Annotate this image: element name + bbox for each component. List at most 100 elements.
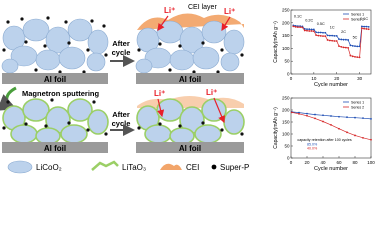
data-point	[365, 28, 368, 30]
data-point	[354, 45, 356, 47]
data-point	[301, 26, 304, 29]
data-point	[328, 34, 331, 37]
data-point	[333, 40, 336, 42]
data-point	[306, 114, 308, 117]
al-foil-top-middle	[136, 73, 244, 84]
legend: LiCoO₂ LiTaO₃ CEI Super-P	[7, 160, 249, 174]
y-tick-label: 200	[282, 20, 290, 25]
data-point	[331, 34, 334, 37]
li-ion-bottom-b: Li⁺	[206, 88, 217, 97]
data-point	[335, 34, 338, 37]
x-axis-label: Cycle number	[314, 166, 348, 172]
al-foil-label-bottom-left: Al foil	[44, 144, 66, 153]
data-point	[326, 34, 329, 37]
data-point	[338, 127, 340, 130]
data-point	[322, 114, 324, 117]
y-tick-label: 250	[282, 8, 290, 13]
figure: Al foil After cycle Al foil Li⁺	[0, 4, 376, 174]
y-axis-label: Capacity(mAh g⁻¹)	[273, 107, 279, 149]
legend-licoo2-label: LiCoO₂	[36, 163, 62, 172]
data-point	[342, 46, 345, 49]
curved-arrow	[0, 86, 17, 111]
legend-label: Series 2	[351, 106, 364, 110]
data-point	[331, 39, 334, 42]
data-point	[298, 112, 300, 115]
legend-litao3-label: LiTaO₃	[122, 163, 146, 172]
data-point	[322, 120, 324, 123]
data-point	[358, 45, 361, 48]
data-point	[306, 29, 308, 32]
data-point	[346, 131, 348, 134]
al-foil-top-left	[2, 73, 108, 84]
magnetron-label: Magnetron sputtering	[22, 89, 99, 98]
al-foil-label-bottom-middle: Al foil	[179, 144, 201, 153]
data-point	[322, 31, 324, 34]
plot-area	[290, 9, 372, 75]
li-arrow-bottom-a	[157, 98, 165, 118]
data-point	[308, 30, 311, 32]
data-point	[326, 39, 329, 41]
rate-label: 0.1C	[294, 15, 302, 19]
y-tick-label: 250	[282, 96, 290, 101]
data-point	[362, 117, 364, 120]
data-point	[319, 34, 322, 37]
rate-label: 0.1C	[360, 17, 368, 21]
y-tick-label: 100	[282, 46, 290, 51]
data-point	[314, 113, 316, 116]
electrode-bottom-middle: Al foil Li⁺ Li⁺	[136, 88, 245, 153]
data-point	[306, 112, 308, 115]
al-foil-label-top-middle: Al foil	[179, 75, 201, 84]
x-tick-label: 30	[357, 76, 363, 81]
legend-superp-swatch	[211, 164, 217, 170]
y-tick-label: 200	[282, 108, 290, 113]
retention-label: 85.0%	[307, 143, 318, 147]
after-cycle-top: After cycle	[110, 39, 135, 67]
electrode-bottom-left: Al foil	[2, 98, 109, 153]
cei-layer-label: CEI layer	[188, 4, 217, 11]
data-point	[296, 26, 299, 29]
legend-label: Series 1	[351, 101, 364, 105]
data-point	[312, 30, 315, 33]
data-point	[308, 28, 311, 31]
series-line	[293, 25, 369, 47]
x-tick-label: 0	[290, 76, 293, 81]
li-ion-top-b: Li⁺	[224, 7, 235, 16]
legend-superp-label: Super-P	[220, 163, 249, 172]
data-point	[349, 54, 352, 57]
y-axis-label: Capacity(mAh g⁻¹)	[273, 21, 279, 63]
data-point	[370, 117, 372, 120]
li-ion-bottom-a: Li⁺	[154, 89, 165, 98]
plot-area	[290, 97, 372, 159]
data-point	[306, 28, 308, 31]
data-point	[344, 38, 347, 41]
data-point	[292, 25, 295, 28]
data-point	[356, 56, 359, 59]
y-tick-label: 50	[284, 144, 290, 149]
data-point	[351, 44, 354, 47]
li-arrow-top-a	[157, 15, 169, 31]
data-point	[303, 29, 306, 32]
data-point	[338, 115, 340, 118]
data-point	[317, 34, 320, 37]
data-point	[319, 31, 322, 34]
data-point	[290, 111, 293, 114]
rate-label: 0.2C	[305, 19, 313, 23]
x-tick-label: 20	[334, 76, 340, 81]
retention-label: 40.0%	[307, 146, 318, 150]
data-point	[362, 136, 364, 139]
x-tick-label: 80	[352, 160, 358, 165]
data-point	[338, 45, 340, 47]
super-p-dots	[2, 16, 108, 74]
data-point	[360, 27, 363, 30]
x-tick-label: 40	[320, 160, 326, 165]
retention-annotation: capacity retention after 100 cycles	[297, 138, 352, 142]
data-point	[351, 55, 354, 58]
rate-label: 2C	[341, 30, 346, 34]
data-point	[312, 28, 315, 31]
data-point	[346, 116, 348, 119]
data-point	[370, 138, 372, 141]
data-point	[367, 28, 370, 31]
data-point	[340, 45, 343, 48]
data-point	[349, 44, 352, 47]
